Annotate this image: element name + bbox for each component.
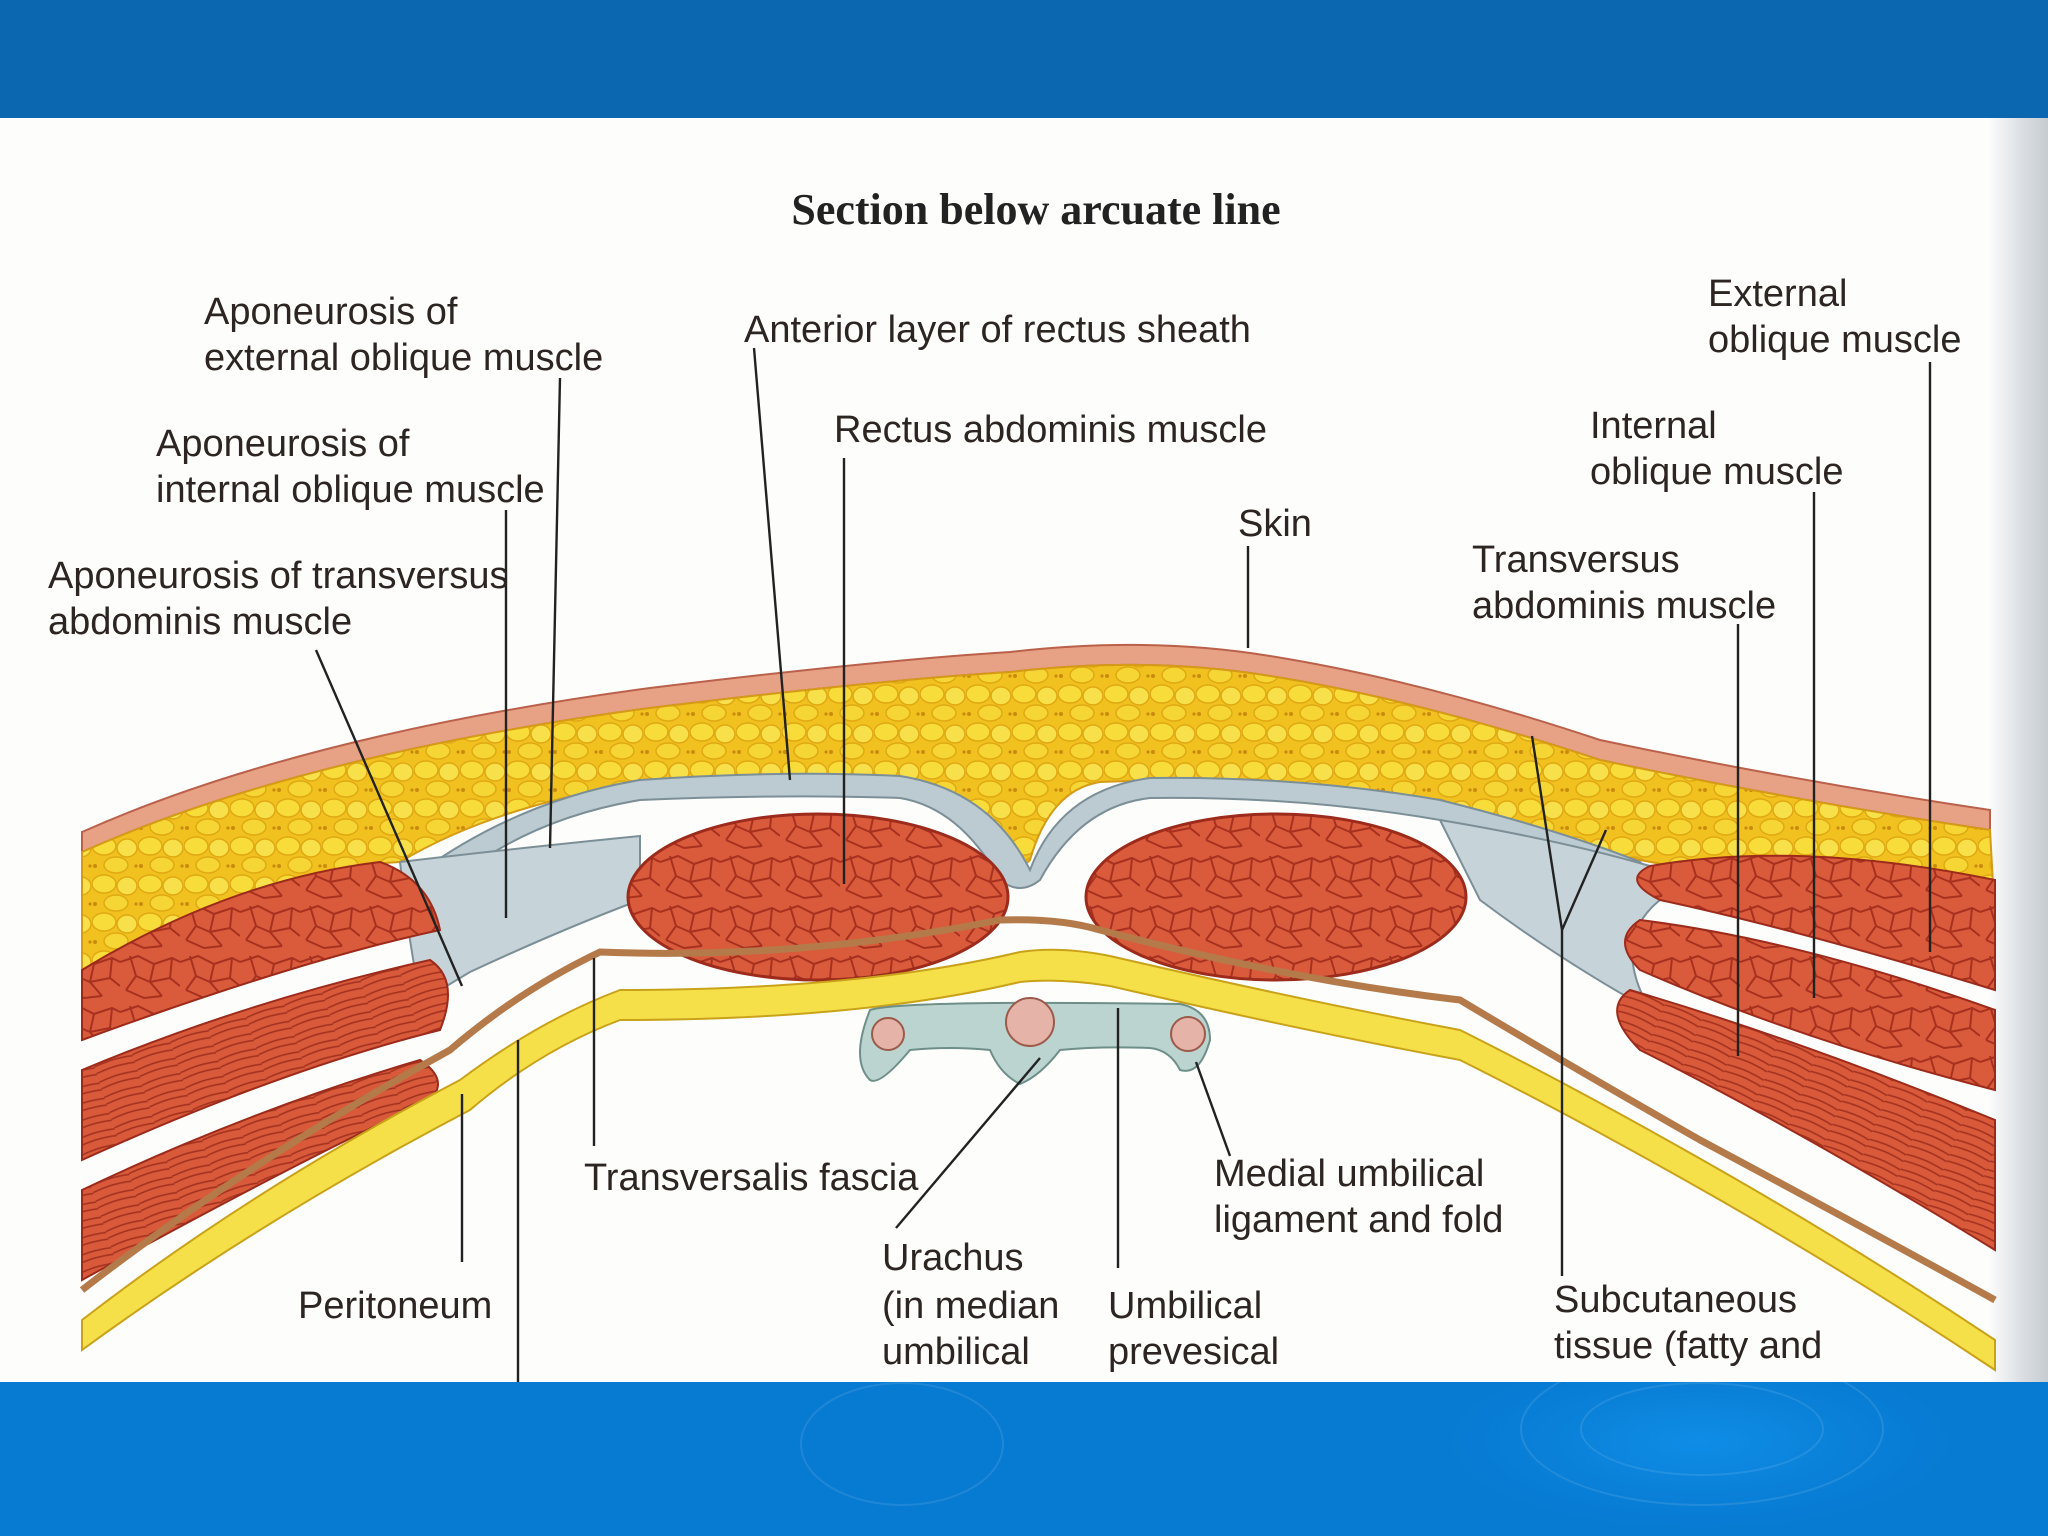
label-transversalis-fascia: Transversalis fascia	[584, 1157, 919, 1199]
label-medial-umbilical: ligament and fold	[1214, 1199, 1503, 1241]
label-skin: Skin	[1238, 503, 1312, 545]
label-peritoneum: Peritoneum	[298, 1285, 492, 1327]
label-aponeurosis-internal-oblique: internal oblique muscle	[156, 469, 545, 511]
label-external-oblique: oblique muscle	[1708, 319, 1961, 361]
label-aponeurosis-external-oblique: Aponeurosis of	[204, 291, 458, 333]
label-internal-oblique: oblique muscle	[1590, 451, 1843, 493]
label-urachus: Urachus	[882, 1237, 1024, 1279]
label-subcutaneous-tissue: tissue (fatty and	[1554, 1325, 1822, 1367]
rectus-abdominis-right	[1084, 812, 1468, 982]
right-transversus	[1616, 988, 1996, 1252]
medial-umbilical-ligament-left	[871, 1017, 905, 1051]
label-umbilical-prevesical: prevesical	[1108, 1331, 1279, 1373]
right-external-oblique	[1636, 854, 1996, 992]
footer-ripple	[1520, 1352, 1884, 1506]
leader-lines	[314, 347, 1932, 1382]
label-urachus: (in median	[882, 1285, 1059, 1327]
label-aponeurosis-transversus: abdominis muscle	[48, 601, 352, 643]
label-internal-oblique: Internal	[1590, 405, 1717, 447]
label-subcutaneous-tissue: Subcutaneous	[1554, 1279, 1797, 1321]
left-external-oblique	[81, 860, 442, 1042]
peritoneum-layer	[81, 948, 1996, 1372]
label-rectus-abdominis: Rectus abdominis muscle	[834, 409, 1267, 451]
page-edge-shadow	[1988, 118, 2048, 1382]
urachus	[1005, 997, 1055, 1047]
header-bar	[0, 0, 2048, 118]
label-umbilical-prevesical: Umbilical	[1108, 1285, 1262, 1327]
left-internal-oblique	[81, 958, 449, 1162]
label-aponeurosis-internal-oblique: Aponeurosis of	[156, 423, 410, 465]
footer-bar	[0, 1352, 2048, 1536]
label-aponeurosis-transversus: Aponeurosis of transversus	[48, 555, 508, 597]
label-transversus-abdominis: Transversus	[1472, 539, 1680, 581]
label-external-oblique: External	[1708, 273, 1847, 315]
footer-ripple	[1580, 1382, 1824, 1476]
label-medial-umbilical: Medial umbilical	[1214, 1153, 1484, 1195]
label-transversus-abdominis: abdominis muscle	[1472, 585, 1776, 627]
transversalis-fascia	[79, 916, 1997, 1304]
figure-title: Section below arcuate line	[791, 185, 1280, 234]
footer-ripple	[800, 1382, 1004, 1506]
medial-umbilical-ligament-right	[1170, 1016, 1206, 1052]
label-urachus: umbilical	[882, 1331, 1030, 1373]
label-anterior-rectus-sheath: Anterior layer of rectus sheath	[744, 309, 1251, 351]
right-internal-oblique	[1624, 918, 1996, 1092]
label-aponeurosis-external-oblique: external oblique muscle	[204, 337, 603, 379]
